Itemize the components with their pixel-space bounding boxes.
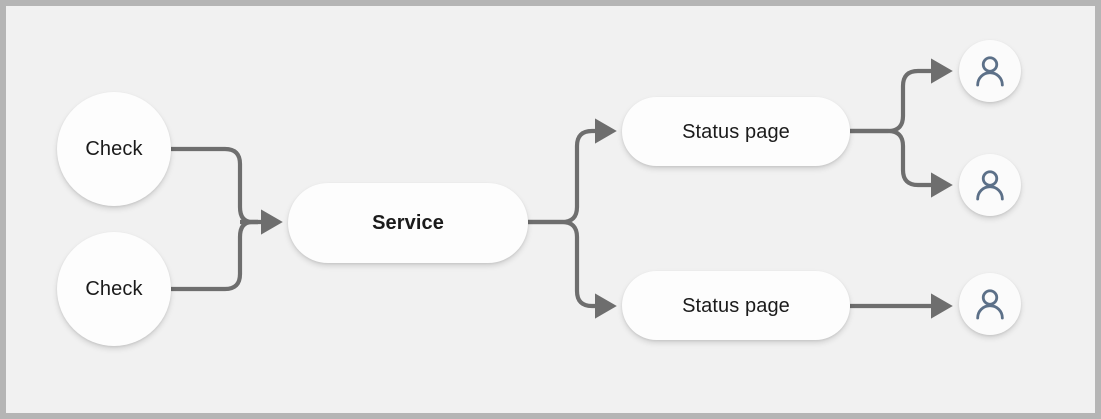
edge-check1-service — [171, 146, 258, 225]
node-check-2[interactable]: Check — [57, 232, 171, 346]
edge-status1-user1 — [850, 58, 953, 134]
user-icon — [976, 289, 1004, 320]
edge-check2-service — [171, 219, 258, 292]
node-status-page-2[interactable]: Status page — [622, 271, 850, 340]
user-icon — [976, 56, 1004, 87]
node-user-1[interactable] — [959, 40, 1021, 102]
edge-status1-user2 — [850, 128, 953, 198]
edge-service-status1 — [528, 118, 617, 225]
node-user-2[interactable] — [959, 154, 1021, 216]
node-check-2-label: Check — [85, 278, 143, 300]
edge-service-status2 — [528, 219, 617, 319]
node-check-1-label: Check — [85, 138, 143, 160]
node-user-3[interactable] — [959, 273, 1021, 335]
node-status-page-1-label: Status page — [682, 120, 790, 143]
node-status-page-1[interactable]: Status page — [622, 97, 850, 166]
node-status-page-2-label: Status page — [682, 294, 790, 317]
node-check-1[interactable]: Check — [57, 92, 171, 206]
user-icon — [976, 170, 1004, 201]
node-service[interactable]: Service — [288, 183, 528, 263]
node-service-label: Service — [372, 212, 444, 234]
